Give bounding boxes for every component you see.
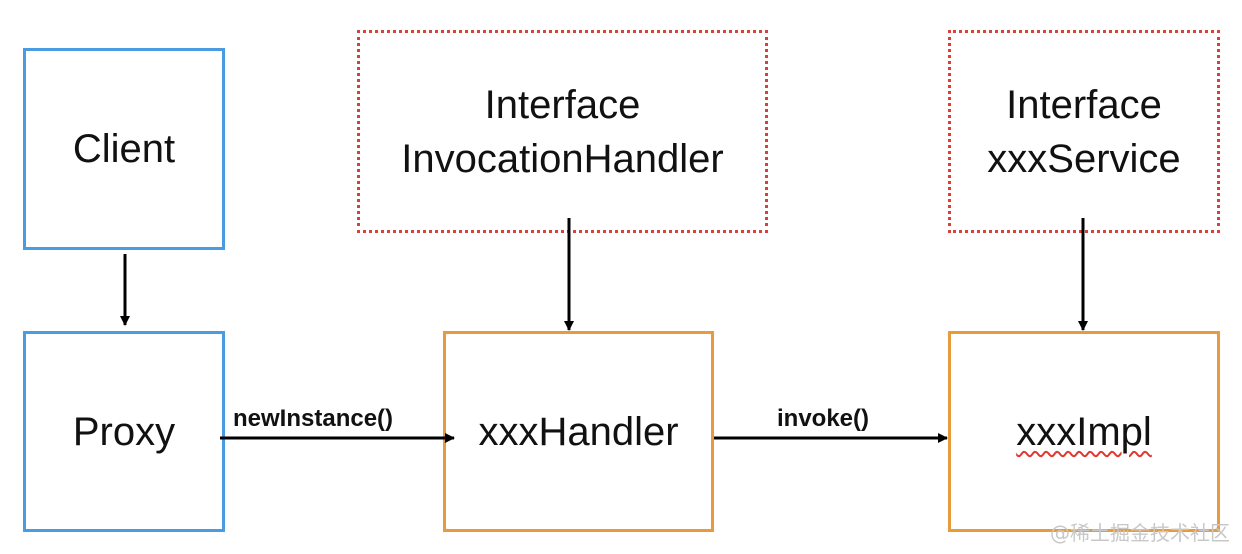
- invocation-handler-interface-line2: InvocationHandler: [401, 136, 724, 181]
- proxy-label: Proxy: [72, 409, 176, 454]
- invocation-handler-interface-line1: Interface: [484, 82, 641, 127]
- client-label: Client: [72, 127, 176, 171]
- xxx-impl-node: xxxImpl: [948, 331, 1220, 532]
- xxx-handler-node: xxxHandler: [443, 331, 714, 532]
- xxx-handler-label: xxxHandler: [478, 409, 679, 454]
- watermark: @稀土掘金技术社区: [1050, 521, 1230, 545]
- client-node: Client: [23, 48, 225, 250]
- xxx-service-interface-line1: Interface: [1006, 82, 1162, 127]
- new-instance-edge-label: newInstance(): [233, 405, 394, 432]
- invoke-edge-label: invoke(): [777, 405, 870, 432]
- xxx-impl-label: xxxImpl: [1016, 409, 1152, 454]
- xxx-service-interface-node: Interface xxxService: [948, 30, 1220, 233]
- proxy-node: Proxy: [23, 331, 225, 532]
- invocation-handler-interface-node: Interface InvocationHandler: [357, 30, 768, 233]
- xxx-service-interface-line2: xxxService: [987, 136, 1181, 181]
